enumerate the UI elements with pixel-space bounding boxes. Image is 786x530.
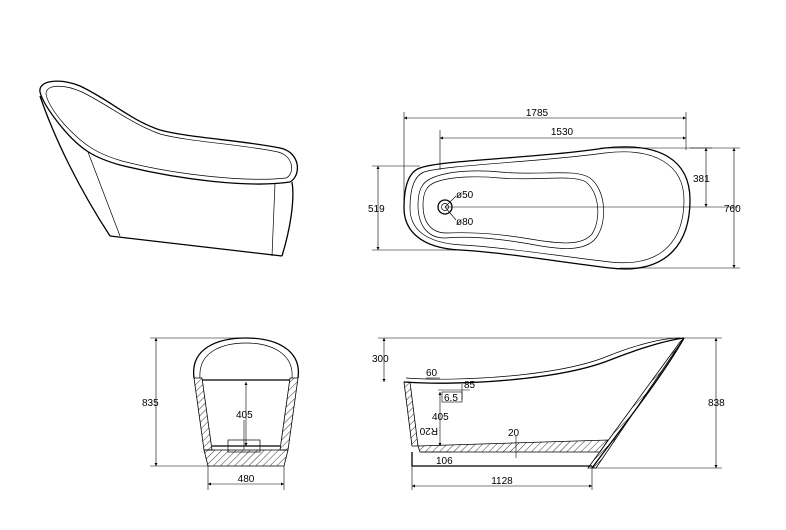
end-height-label: 835: [142, 398, 159, 409]
end-base-width-label: 480: [238, 474, 255, 485]
foot-width-label: 519: [368, 204, 385, 215]
floor-thickness-label: 20: [508, 428, 520, 439]
rim-drop-label: 300: [372, 354, 389, 365]
end-view: 835 405 480: [142, 337, 299, 490]
drain-dim-label: 85: [464, 380, 476, 391]
inner-depth-label: 405: [432, 412, 449, 423]
end-depth-label: 405: [236, 410, 253, 421]
base-offset-label: 106: [436, 456, 453, 467]
drain-dia-label: ø80: [456, 217, 474, 228]
drain-offset-label: 60: [426, 368, 438, 379]
side-view: 300 60 85 6.5 405 R20 20 106 838 1128: [372, 337, 725, 490]
perspective-view: [39, 80, 299, 257]
drain-depth-label: 6.5: [444, 393, 458, 404]
overall-width-label: 760: [724, 204, 741, 215]
overflow-dia-label: ø50: [456, 190, 474, 201]
radius-label: R20: [419, 425, 438, 436]
top-view: ø50 ø80 1785 1530 381 760 519: [368, 108, 741, 270]
base-length-label: 1128: [491, 476, 513, 487]
side-height-label: 838: [708, 398, 725, 409]
head-width-label: 381: [693, 174, 710, 185]
overall-length-label: 1785: [526, 108, 549, 119]
inner-length-label: 1530: [551, 127, 574, 138]
